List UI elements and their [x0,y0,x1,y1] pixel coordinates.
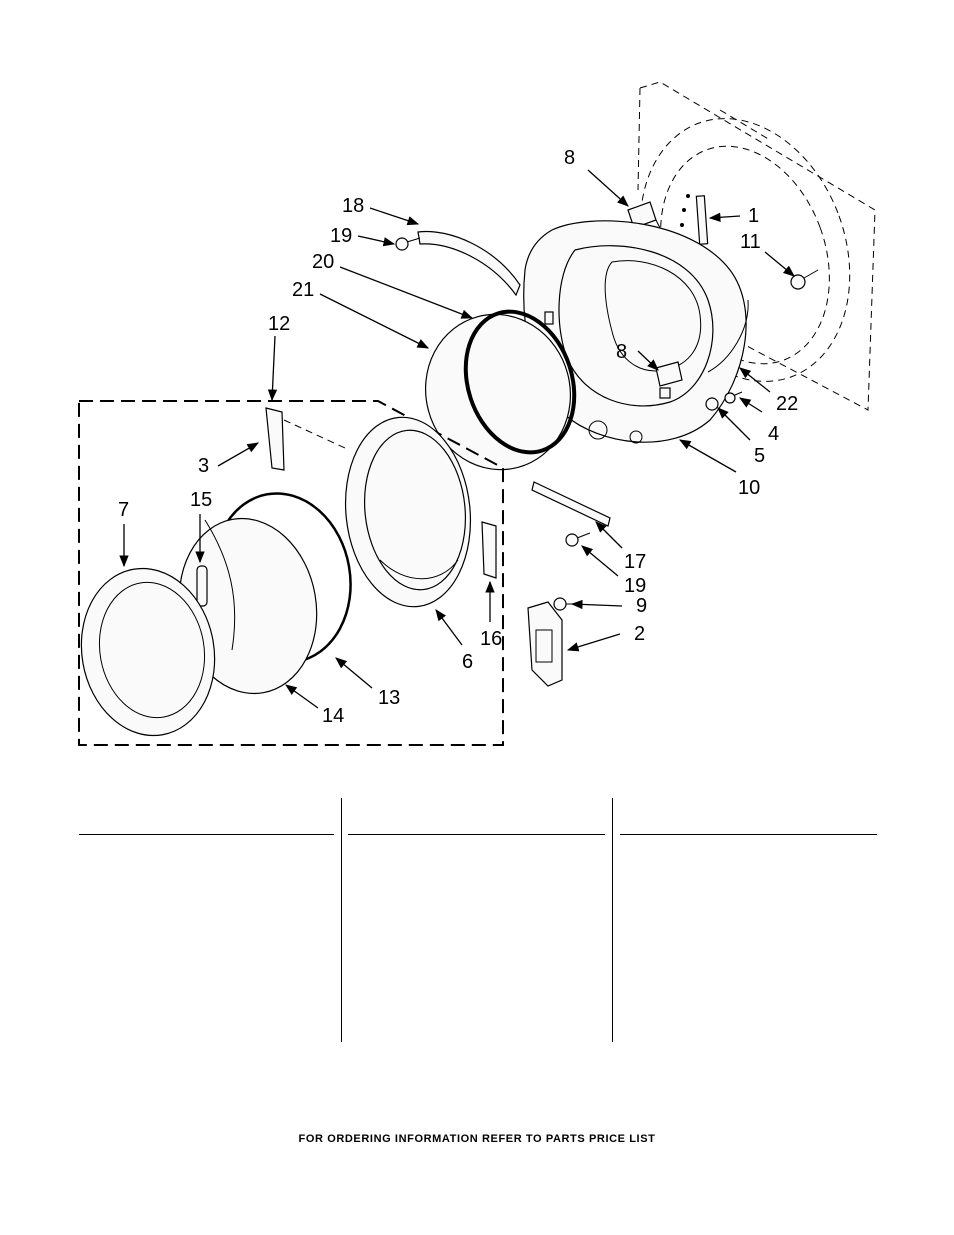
leader-lines [119,169,795,709]
part-19-screw-lower [565,532,591,547]
callout-16: 16 [480,628,502,650]
callout-10: 10 [738,477,760,499]
callout-19-top: 19 [330,225,352,247]
callout-17: 17 [624,551,646,573]
callout-13: 13 [378,687,400,709]
callout-1: 1 [748,205,759,227]
callout-4: 4 [768,423,779,445]
part-20-glass-seal [463,309,577,455]
callout-15: 15 [190,489,212,511]
part-19-screw-top [395,237,421,251]
part-5-washer [705,397,719,411]
exploded-parts-diagram: 1 2 3 4 5 6 7 8 8 9 10 11 12 13 14 15 16… [78,81,876,746]
part-6-door-inner [344,416,472,608]
table-col-1-header-rule [79,834,334,835]
part-2-latch [527,601,563,687]
callout-8-top: 8 [564,147,575,169]
callout-20: 20 [312,251,334,273]
callout-8-lower: 8 [616,341,627,363]
table-col-3-header-rule [620,834,877,835]
part-21-door-glass [424,313,572,471]
part-1-strip [695,195,709,245]
part-18-hinge-bar [417,230,521,297]
callout-11: 11 [740,231,761,253]
part-15-handle [196,565,208,607]
footer-ordering-info: FOR ORDERING INFORMATION REFER TO PARTS … [298,1133,656,1145]
callout-3: 3 [198,455,209,477]
callout-labels: 1 2 3 4 5 6 7 8 8 9 10 11 12 13 14 15 16… [118,147,798,727]
callout-21: 21 [292,279,314,301]
part-11-screw [790,269,819,290]
callout-5: 5 [754,445,765,467]
part-17-strip [531,481,611,527]
part-16-bracket [481,521,497,579]
callout-14: 14 [322,705,344,727]
table-divider-2 [612,798,613,1042]
callout-9: 9 [636,595,647,617]
part-3-hinge [265,407,285,471]
part-4-screw [724,391,743,404]
part-7-outer-ring [80,567,216,737]
callout-12: 12 [268,313,290,335]
table-col-2-header-rule [348,834,605,835]
kit-12-boundary [78,400,504,746]
table-divider-1 [341,798,342,1042]
callout-6: 6 [462,651,473,673]
part-8-latch-lower [655,361,683,387]
callout-2: 2 [634,623,645,645]
callout-19-lower: 19 [624,575,646,597]
callout-7: 7 [118,499,129,521]
callout-22: 22 [776,393,798,415]
callout-18: 18 [342,195,364,217]
part-22-gasket [707,299,749,373]
